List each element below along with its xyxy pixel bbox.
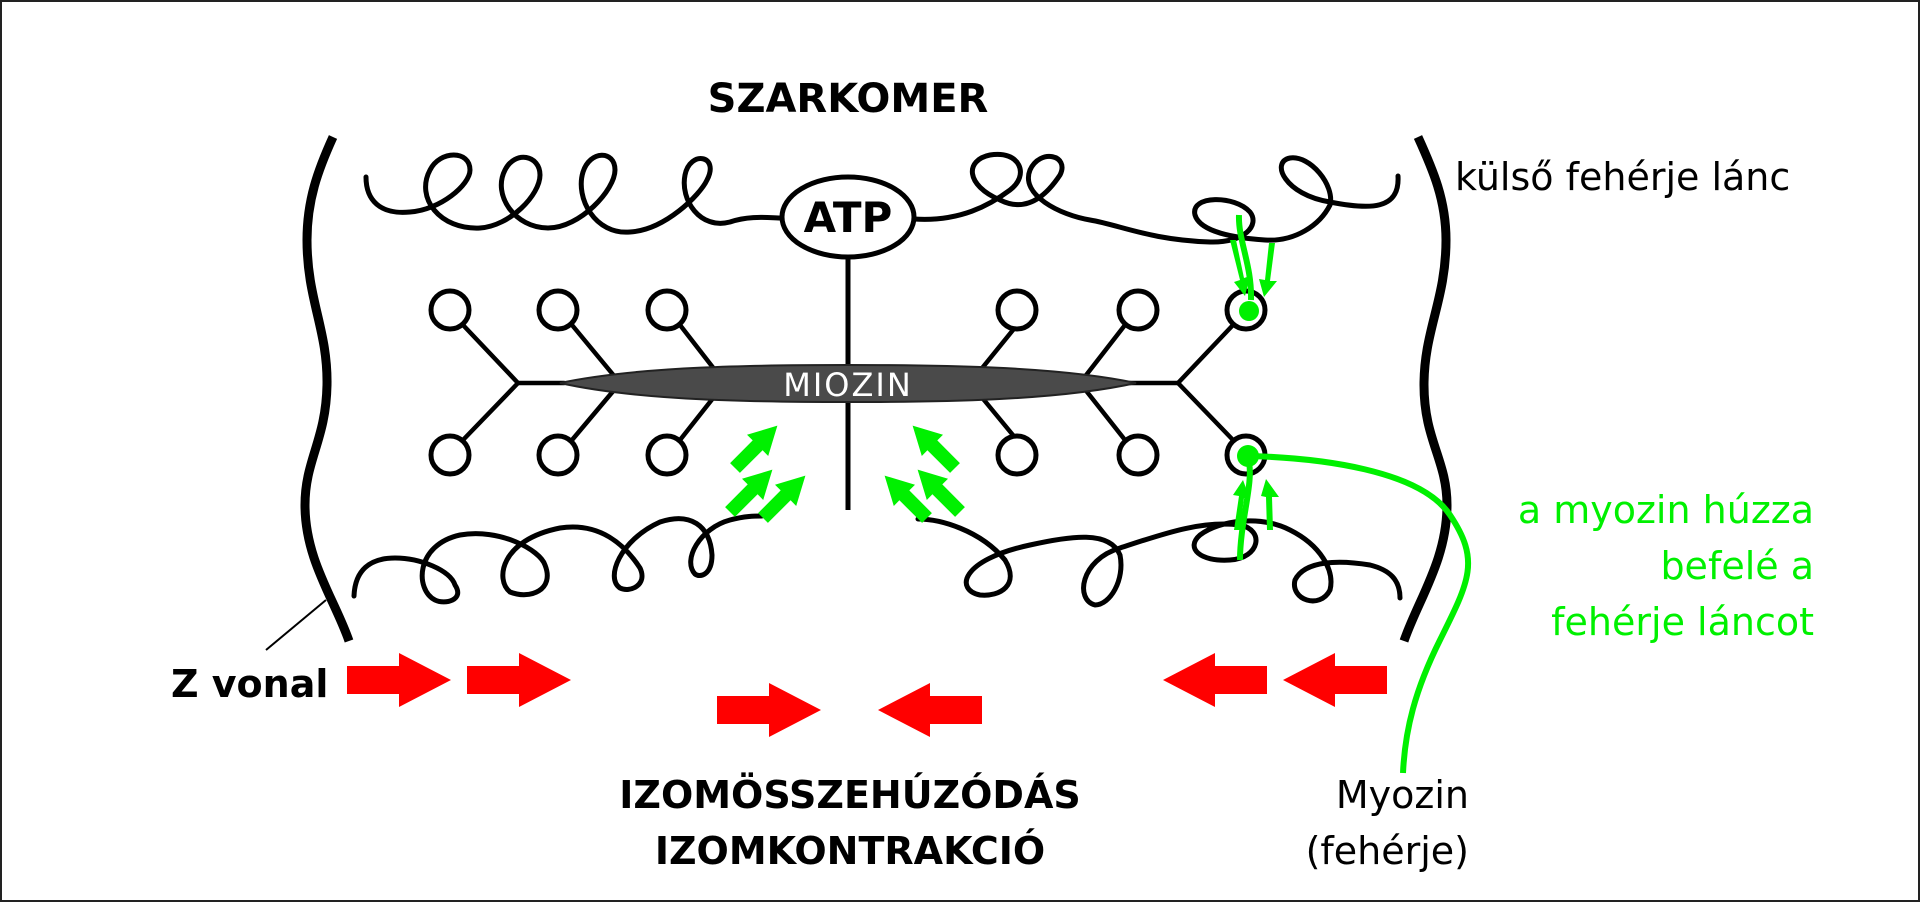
outer-chain-label: külső fehérje lánc — [1455, 155, 1790, 199]
active-head-dot-top — [1239, 301, 1259, 321]
pull-arrow-small — [1259, 243, 1277, 297]
contraction-arrow-left — [1163, 653, 1267, 707]
diagram-title: SZARKOMER — [708, 76, 989, 122]
outer-protein-chain-bottom-left — [351, 513, 765, 605]
myosin-head-node — [645, 288, 689, 332]
pull-arrow-small — [1230, 240, 1250, 296]
pull-arrow — [725, 469, 773, 517]
atp-label: ATP — [804, 193, 893, 242]
myosin-pull-arrows — [725, 425, 965, 523]
contraction-label-line-1: IZOMÖSSZEHÚZÓDÁS — [619, 773, 1081, 817]
contraction-arrow-left — [878, 683, 982, 737]
pull-arrow — [917, 469, 965, 517]
pull-arrow — [758, 475, 806, 523]
myosin-pull-highlight — [1230, 214, 1472, 774]
z-line-label: Z vonal — [171, 662, 328, 706]
outer-protein-chain-top-right — [911, 151, 1401, 245]
outer-protein-chain-top — [363, 152, 785, 235]
pull-arrow — [730, 425, 778, 473]
outer-protein-chain-bottom-right — [915, 516, 1403, 608]
contraction-arrow-left — [1283, 653, 1387, 707]
z-line-right — [1399, 135, 1452, 643]
myosin-head-node — [1116, 433, 1160, 477]
myosin-protein-leader — [1249, 453, 1472, 774]
z-line-pointer — [265, 599, 327, 651]
contraction-arrow-right — [467, 653, 571, 707]
myosin-head-node — [536, 288, 580, 332]
myosin-head-node — [1116, 288, 1160, 332]
contraction-arrow-right — [347, 653, 451, 707]
myosin-head-node — [428, 288, 472, 332]
pull-note-line-3: fehérje láncot — [1551, 600, 1814, 644]
contraction-arrow-right — [717, 683, 821, 737]
myosin-head-node — [428, 433, 472, 477]
myosin-head-node — [536, 433, 580, 477]
myosin-heads-right — [967, 288, 1268, 477]
pull-note-line-2: befelé a — [1660, 544, 1814, 588]
pull-arrow — [912, 425, 960, 473]
pull-arrow-small — [1233, 480, 1250, 530]
myosin-protein-label-line-2: (fehérje) — [1306, 829, 1469, 873]
contraction-label-line-2: IZOMKONTRAKCIÓ — [655, 829, 1045, 873]
contraction-arrows — [347, 653, 1387, 737]
myosin-head-node — [645, 433, 689, 477]
z-line-left — [300, 135, 354, 643]
pull-arrow — [884, 475, 932, 523]
myosin-bar-label: MIOZIN — [783, 366, 913, 404]
pull-arrow-small — [1261, 479, 1279, 530]
active-head-dot-bottom — [1237, 445, 1259, 467]
atp-ellipse — [779, 174, 917, 260]
myosin-head-node — [995, 288, 1039, 332]
pull-note-line-1: a myozin húzza — [1518, 488, 1814, 532]
myosin-filament-bar — [559, 363, 1137, 404]
myosin-head-node — [995, 433, 1039, 477]
myosin-protein-label-line-1: Myozin — [1336, 773, 1469, 817]
